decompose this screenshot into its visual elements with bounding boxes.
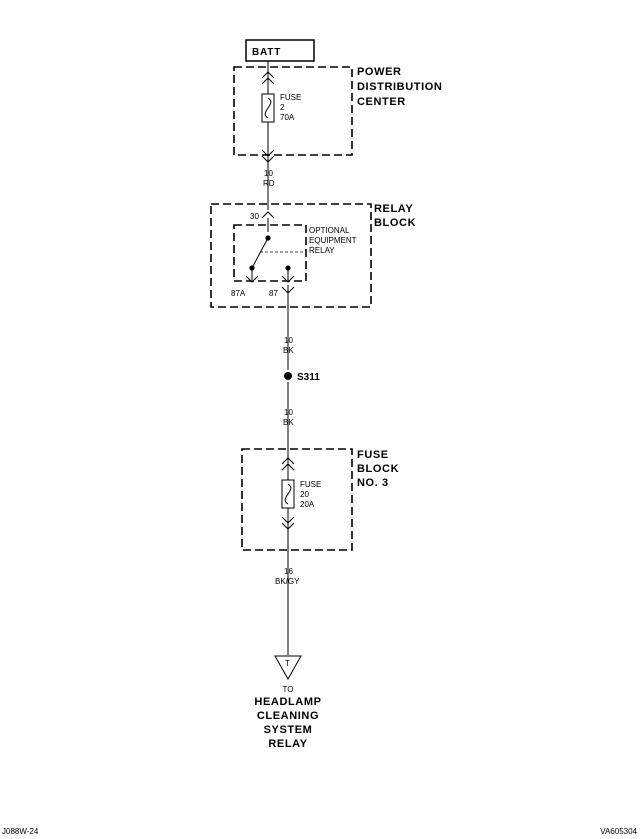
fuse-block-fuse-rating: 20A — [300, 500, 315, 509]
destination-line-1: HEADLAMP — [254, 696, 321, 708]
fuse-block-fuse-number: 20 — [300, 490, 309, 499]
fuse-block-fuse-label: FUSE — [300, 480, 321, 489]
power-distribution-center: POWER DISTRIBUTION CENTER FUSE 2 70A — [233, 66, 442, 163]
pin-30-chevron-icon — [261, 211, 275, 219]
pdc-fuse-number: 2 — [280, 103, 285, 112]
pdc-name-line-2: DISTRIBUTION — [357, 81, 442, 93]
pin-87-label: 87 — [269, 289, 278, 298]
footer-right-code: VA605304 — [600, 827, 637, 836]
fuse-2-icon — [261, 85, 275, 130]
pin-87a-label: 87A — [231, 289, 246, 298]
splice-label: S311 — [297, 372, 320, 383]
batt-source: BATT — [245, 39, 315, 62]
connector-triangle-icon — [274, 655, 302, 681]
pdc-name-line-1: POWER — [357, 66, 402, 78]
splice-s311: S311 — [284, 372, 320, 383]
wire-3-gauge: 10 — [284, 408, 293, 417]
destination-line-4: RELAY — [268, 738, 307, 750]
connector-chevron-icon — [281, 457, 295, 471]
wire-4-gauge: 16 — [284, 567, 293, 576]
fuse-block-name-line-3: NO. 3 — [357, 477, 389, 489]
destination-label: TO HEADLAMP CLEANING SYSTEM RELAY — [254, 685, 321, 750]
splice-dot-icon — [284, 372, 292, 380]
pdc-fuse-rating: 70A — [280, 113, 295, 122]
pdc-name-line-3: CENTER — [357, 96, 406, 108]
footer-left-code: J088W-24 — [2, 827, 39, 836]
relay-name-line-1: OPTIONAL — [309, 226, 350, 235]
wire-3-color: BK — [283, 418, 294, 427]
relay-block-name-line-1: RELAY — [374, 203, 413, 215]
fuse-20-icon — [281, 472, 295, 516]
pin-87-chevron-icon — [281, 286, 295, 294]
main-wire — [267, 61, 289, 655]
fuse-block-no-3: FUSE BLOCK NO. 3 FUSE 20 20A — [241, 448, 399, 551]
destination-line-2: CLEANING — [257, 710, 319, 722]
connector-letter: T — [285, 659, 290, 668]
wire-4-color: BK/GY — [275, 577, 300, 586]
wire-1-gauge: 10 — [264, 169, 273, 178]
relay-name-line-3: RELAY — [309, 246, 335, 255]
relay-switch-icon — [245, 235, 303, 283]
relay-name-line-2: EQUIPMENT — [309, 236, 357, 245]
fuse-block-name-line-1: FUSE — [357, 449, 389, 461]
relay-block: RELAY BLOCK 30 OPTIONAL EQUIPMENT RELAY … — [210, 203, 416, 308]
destination-line-3: SYSTEM — [264, 724, 313, 736]
connector-chevron-icon — [261, 71, 275, 85]
wire-2-gauge: 10 — [284, 336, 293, 345]
relay-block-name-line-2: BLOCK — [374, 217, 416, 229]
pin-30-label: 30 — [250, 212, 259, 221]
wire-1-color: RD — [263, 179, 275, 188]
fuse-block-name-line-2: BLOCK — [357, 463, 399, 475]
batt-label: BATT — [252, 47, 281, 58]
connector-chevron-icon — [261, 149, 275, 163]
wire-2-color: BK — [283, 346, 294, 355]
connector-chevron-icon — [281, 516, 295, 530]
destination-to: TO — [283, 685, 294, 694]
pdc-fuse-label: FUSE — [280, 93, 301, 102]
connector-t: T — [274, 655, 302, 681]
